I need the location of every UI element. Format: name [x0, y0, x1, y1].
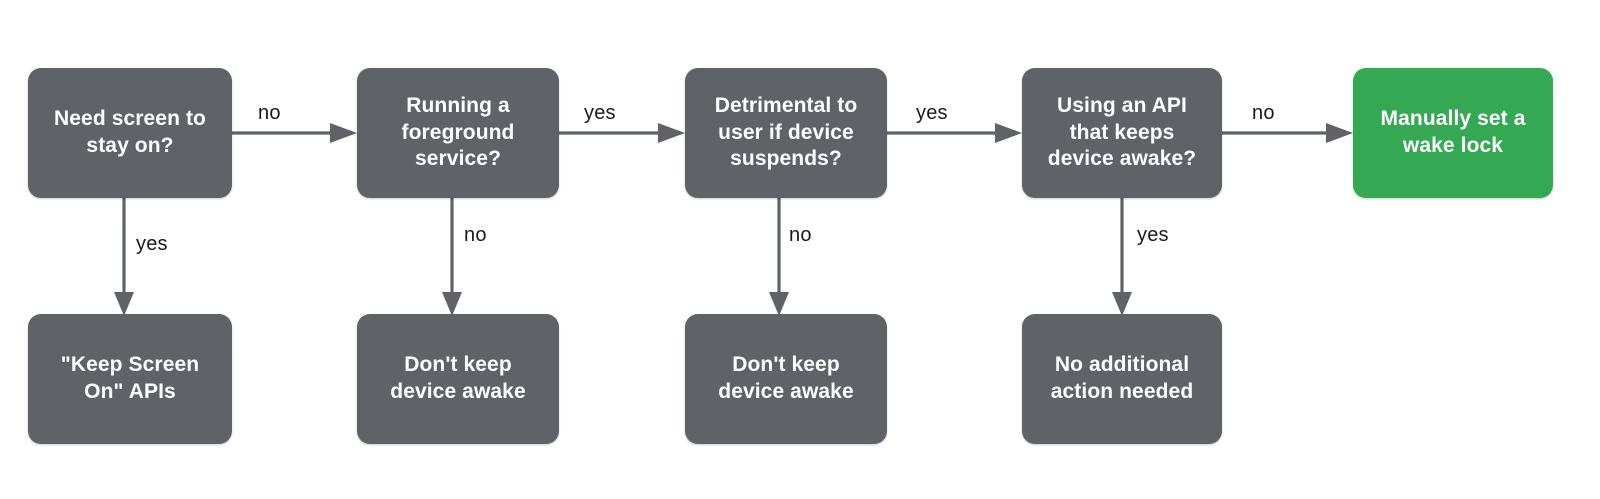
node-manually-set-a-wake-lock[interactable]: Manually set a wake lock: [1353, 68, 1553, 198]
edge-detrimental-to-dont-keep-awake-b: [769, 198, 789, 316]
edge-using-api-to-manually-set-wake-lock: [1222, 123, 1353, 143]
edge-need-screen-to-running-foreground: [232, 123, 357, 143]
edge-label-using-api-yes: yes: [1137, 224, 1169, 246]
edge-label-foreground-service-yes: yes: [584, 102, 616, 124]
node-using-an-api-that-keeps-device-awake[interactable]: Using an API that keeps device awake?: [1022, 68, 1222, 198]
edge-using-api-to-no-additional-action: [1112, 198, 1132, 316]
node-no-additional-action-needed[interactable]: No additional action needed: [1022, 314, 1222, 444]
edge-running-foreground-to-detrimental: [559, 123, 685, 143]
node-dont-keep-device-awake-a[interactable]: Don't keep device awake: [357, 314, 559, 444]
edge-running-foreground-to-dont-keep-awake-a: [442, 198, 462, 316]
edge-label-detrimental-yes: yes: [916, 102, 948, 124]
node-dont-keep-device-awake-b[interactable]: Don't keep device awake: [685, 314, 887, 444]
node-detrimental-to-user-if-device-suspends[interactable]: Detrimental to user if device suspends?: [685, 68, 887, 198]
edge-need-screen-to-keep-screen-on-apis: [114, 198, 134, 316]
node-keep-screen-on-apis[interactable]: "Keep Screen On" APIs: [28, 314, 232, 444]
edge-label-foreground-service-no: no: [464, 224, 487, 246]
node-need-screen-to-stay-on[interactable]: Need screen to stay on?: [28, 68, 232, 198]
edge-label-detrimental-no: no: [789, 224, 812, 246]
edge-label-using-api-no: no: [1252, 102, 1275, 124]
edge-label-need-screen-no: no: [258, 102, 281, 124]
node-running-a-foreground-service[interactable]: Running a foreground service?: [357, 68, 559, 198]
edge-label-need-screen-yes: yes: [136, 233, 168, 255]
edge-detrimental-to-using-api: [887, 123, 1022, 143]
